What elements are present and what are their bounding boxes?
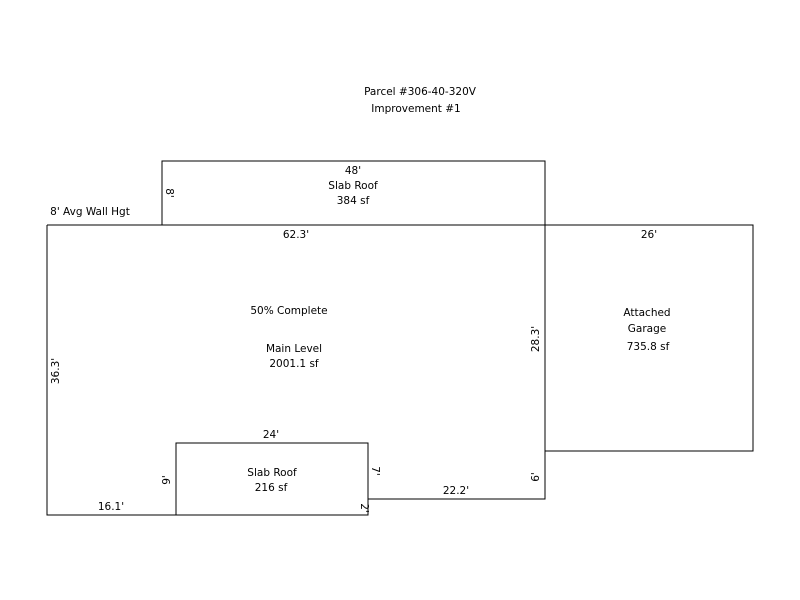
slab-roof-bottom-bottom-dimension: 2' [358,503,370,513]
main-level-area: 2001.1 sf [269,358,319,370]
attached-garage-area: 735.8 sf [627,341,670,353]
avg-wall-height-note: 8' Avg Wall Hgt [50,206,130,218]
slab-roof-bottom-right-dimension: 7' [369,466,381,476]
slab-roof-top-width-label: 48' [345,165,361,177]
main-level-right-lower-dimension: 6' [530,472,542,482]
attached-garage-name-line2: Garage [628,323,666,335]
slab-roof-top-depth-label: 8' [163,188,175,198]
main-level-bottom-left-dimension: 16.1' [98,501,124,513]
main-level-left-dimension: 36.3' [50,358,62,384]
main-level-right-dimension: 28.3' [530,326,542,352]
slab-roof-bottom-name: Slab Roof [247,467,297,479]
slab-roof-bottom-section: 24' Slab Roof 216 sf 9' 7' 2' [161,429,381,516]
slab-roof-bottom-left-dimension: 9' [161,475,173,485]
slab-roof-top-section: 48' Slab Roof 384 sf 8' [161,160,546,225]
slab-roof-top-name: Slab Roof [328,180,378,192]
slab-roof-top-area: 384 sf [337,195,370,207]
attached-garage-width-dimension: 26' [641,229,657,241]
improvement-number: Improvement #1 [371,103,460,115]
attached-garage-outline [545,224,754,452]
main-level-bottom-right-dimension: 22.2' [443,485,469,497]
slab-roof-top-outline [161,160,546,225]
slab-roof-bottom-area: 216 sf [255,482,288,494]
main-level-top-dimension: 62.3' [283,229,309,241]
slab-roof-bottom-outline [175,442,369,516]
main-level-name: Main Level [266,343,322,355]
main-level-status: 50% Complete [250,305,327,317]
slab-roof-bottom-width-label: 24' [263,429,279,441]
attached-garage-section: 26' Attached Garage 735.8 sf [545,224,754,452]
parcel-number: Parcel #306-40-320V [364,86,477,98]
attached-garage-name-line1: Attached [623,307,670,319]
